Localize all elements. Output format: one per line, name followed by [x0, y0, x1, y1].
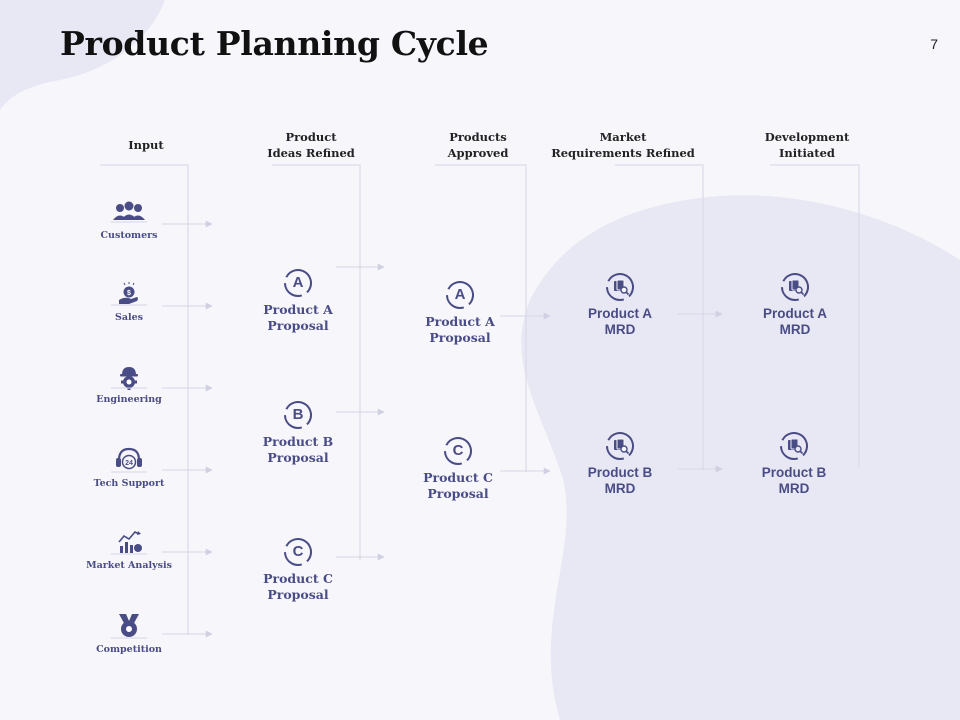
badge-letter: A [454, 286, 466, 303]
badge-circle [780, 272, 810, 302]
badge-letter: A [292, 274, 304, 291]
customers-icon [111, 201, 147, 223]
input-label: Customers [100, 230, 158, 241]
development-node-a: Product A MRD [730, 272, 860, 338]
sales-icon: $ [111, 282, 147, 306]
badge-circle [605, 272, 635, 302]
input-sales: $ Sales [69, 280, 189, 323]
idea-node-a: A Product A Proposal [233, 268, 363, 334]
input-competition: Competition [69, 612, 189, 655]
input-market-analysis: Market Analysis [69, 528, 189, 571]
badge-circle: B [283, 400, 313, 430]
badge-circle: A [283, 268, 313, 298]
header-products-approved: Products Approved [447, 130, 509, 160]
node-label: Product B Proposal [262, 434, 334, 465]
node-label: Product B MRD [761, 465, 827, 496]
document-search-icon [606, 432, 634, 460]
idea-node-b: B Product B Proposal [233, 400, 363, 466]
engineering-icon [111, 367, 147, 390]
badge-circle: C [443, 436, 473, 466]
svg-text:$: $ [127, 290, 131, 297]
header-ideas-refined: Product Ideas Refined [267, 130, 355, 160]
tech-support-badge-text: 24 [125, 460, 133, 467]
mrd-bracket [615, 164, 704, 470]
badge-letter: C [292, 543, 304, 560]
node-label: Product A MRD [588, 306, 652, 337]
badge-circle [605, 431, 635, 461]
approved-node-c: C Product C Proposal [393, 436, 523, 502]
corner-blob [0, 0, 165, 110]
approved-node-a: A Product A Proposal [395, 280, 525, 346]
document-search-icon [780, 432, 808, 460]
development-node-b: Product B MRD [729, 431, 859, 497]
document-search-icon [606, 273, 634, 301]
tech-support-icon: 24 [111, 447, 147, 473]
header-market-requirements: Market Requirements Refined [551, 130, 695, 160]
badge-letter: C [452, 442, 464, 459]
input-label: Engineering [96, 394, 162, 405]
badge-circle: A [445, 280, 475, 310]
node-label: Product A Proposal [263, 302, 333, 333]
input-tech-support: 24 Tech Support [69, 446, 189, 489]
node-label: Product A MRD [763, 306, 827, 337]
node-label: Product B MRD [587, 465, 653, 496]
input-label: Tech Support [93, 478, 165, 489]
input-label: Competition [96, 644, 162, 655]
market-analysis-icon [111, 531, 147, 555]
mrd-node-a: Product A MRD [555, 272, 685, 338]
input-engineering: Engineering [69, 364, 189, 405]
badge-letter: B [292, 406, 304, 423]
input-bracket [100, 164, 189, 635]
page-title: Product Planning Cycle [60, 24, 489, 63]
mrd-node-b: Product B MRD [555, 431, 685, 497]
node-label: Product C Proposal [263, 571, 333, 602]
competition-icon [111, 614, 147, 639]
document-search-icon [781, 273, 809, 301]
node-label: Product A Proposal [425, 314, 495, 345]
input-customers: Customers [69, 200, 189, 241]
right-blob [521, 195, 960, 720]
input-label: Sales [114, 312, 144, 323]
approved-bracket [435, 164, 527, 472]
idea-node-c: C Product C Proposal [233, 537, 363, 603]
header-development-initiated: Development Initiated [764, 130, 850, 160]
badge-circle [779, 431, 809, 461]
development-bracket [770, 164, 860, 468]
input-label: Market Analysis [86, 560, 172, 571]
page-number: 7 [930, 36, 938, 52]
badge-circle: C [283, 537, 313, 567]
ideas-bracket [272, 164, 361, 560]
node-label: Product C Proposal [423, 470, 493, 501]
header-input: Input [128, 138, 164, 152]
